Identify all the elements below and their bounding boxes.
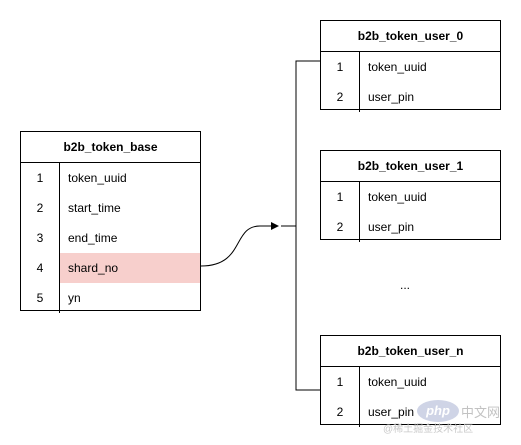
table-title: b2b_token_user_1: [321, 151, 500, 182]
table-row: 1 token_uuid: [21, 163, 200, 193]
field-name: token_uuid: [368, 60, 427, 74]
table-title: b2b_token_user_n: [321, 336, 500, 367]
field-name: yn: [68, 291, 81, 305]
table-row: 2 start_time: [21, 193, 200, 223]
table-row: 1 token_uuid: [321, 52, 500, 82]
field-name: token_uuid: [368, 375, 427, 389]
watermark-site-name: 中文网: [461, 404, 501, 420]
row-number: 1: [21, 163, 60, 193]
row-number: 1: [321, 182, 360, 212]
field-name: user_pin: [368, 405, 415, 419]
row-number: 3: [21, 223, 60, 253]
field-name: user_pin: [368, 90, 415, 104]
table-row: 2 user_pin: [321, 82, 500, 112]
table-row: 2 user_pin: [321, 212, 500, 242]
table-b2b-token-user-n: b2b_token_user_n 1 token_uuid 2 user_pin: [320, 335, 501, 427]
table-row: 1 token_uuid: [321, 367, 500, 397]
row-number: 1: [321, 52, 360, 82]
table-title: b2b_token_base: [21, 132, 200, 163]
table-row: 2 user_pin: [321, 397, 500, 427]
fanout-bracket: [295, 60, 320, 391]
row-number: 2: [321, 397, 360, 427]
table-row-highlighted: 4 shard_no: [21, 253, 200, 283]
watermark-handle: @稀土掘金技术社区: [383, 424, 474, 435]
row-number: 2: [321, 212, 360, 242]
row-number: 4: [21, 253, 60, 283]
row-number: 2: [21, 193, 60, 223]
row-number: 1: [321, 367, 360, 397]
field-name: token_uuid: [368, 190, 427, 204]
table-row: 1 token_uuid: [321, 182, 500, 212]
field-name: end_time: [68, 231, 118, 245]
field-name: token_uuid: [68, 171, 127, 185]
row-number: 2: [321, 82, 360, 112]
php-logo-icon: php: [417, 400, 459, 422]
table-row: 3 end_time: [21, 223, 200, 253]
table-b2b-token-base: b2b_token_base 1 token_uuid 2 start_time…: [20, 131, 201, 313]
row-number: 5: [21, 283, 60, 313]
shard-arrow: [200, 222, 279, 267]
field-name: shard_no: [60, 253, 200, 283]
table-b2b-token-user-0: b2b_token_user_0 1 token_uuid 2 user_pin: [320, 20, 501, 112]
field-name: user_pin: [368, 220, 415, 234]
field-name: start_time: [68, 201, 121, 215]
ellipsis: ...: [399, 278, 410, 292]
table-title: b2b_token_user_0: [321, 21, 500, 52]
table-row: 5 yn: [21, 283, 200, 313]
table-b2b-token-user-1: b2b_token_user_1 1 token_uuid 2 user_pin: [320, 150, 501, 242]
